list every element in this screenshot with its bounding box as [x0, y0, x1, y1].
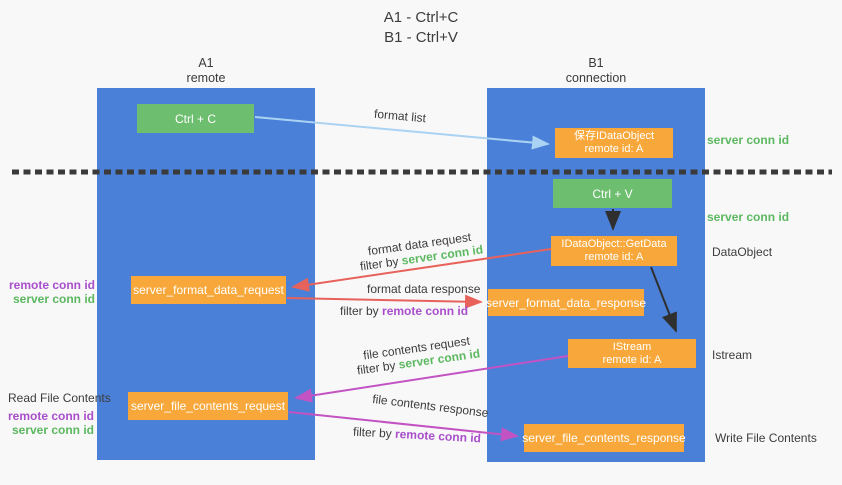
arrow-format-data-response: [286, 294, 483, 309]
label-format-data-request: format data request filter by server con…: [347, 227, 494, 275]
column-b1-role: connection: [565, 71, 627, 85]
node-server-format-data-response: server_format_data_response: [485, 289, 647, 316]
node-idataobject-getdata-line2: remote id: A: [584, 251, 644, 263]
title-line-2: B1 - Ctrl+V: [384, 29, 458, 46]
column-a1-role: remote: [186, 71, 226, 85]
label-filter-by-remote-1: filter by remote conn id: [340, 304, 469, 318]
label-server-conn-id-right-2: server conn id: [707, 210, 790, 224]
node-save-idataobject-line2: remote id: A: [584, 143, 644, 155]
node-save-idataobject-line1: 保存IDataObject: [573, 130, 655, 142]
node-ctrl-v: Ctrl + V: [553, 179, 672, 208]
diagram-title: A1 - Ctrl+C B1 - Ctrl+V: [0, 8, 842, 48]
node-server-file-contents-request: server_file_contents_request: [128, 392, 288, 420]
node-save-idataobject: 保存IDataObject remote id: A: [555, 128, 673, 158]
label-group-file-request-ids: remote conn id server conn id: [0, 409, 94, 437]
node-istream-line1: IStream: [612, 340, 652, 353]
column-b1-name: B1: [588, 56, 604, 70]
node-ctrl-c: Ctrl + C: [137, 104, 254, 133]
label-format-data-response: format data response: [367, 282, 481, 296]
label-server-conn-id-right-1: server conn id: [707, 133, 790, 147]
label-dataobject: DataObject: [712, 245, 773, 259]
label-server-conn-id-left-2: server conn id: [11, 423, 94, 437]
label-read-file-contents: Read File Contents: [8, 391, 111, 405]
label-filter-by-remote-2: filter by remote conn id: [352, 424, 482, 446]
node-istream: IStream remote id: A: [568, 339, 696, 368]
node-server-format-data-response-label: server_format_data_response: [485, 295, 647, 310]
node-idataobject-getdata-line1: IDataObject::GetData: [561, 238, 667, 250]
column-header-a1: A1 remote: [97, 56, 315, 86]
node-ctrl-c-label: Ctrl + C: [174, 111, 216, 126]
node-istream-line2: remote id: A: [602, 353, 662, 366]
label-server-conn-id-left-1: server conn id: [12, 292, 95, 306]
label-format-list: format list: [373, 106, 427, 126]
node-server-file-contents-request-label: server_file_contents_request: [130, 399, 286, 413]
node-server-format-data-request: server_format_data_request: [131, 276, 286, 304]
node-idataobject-getdata: IDataObject::GetData remote id: A: [551, 236, 677, 266]
title-line-1: A1 - Ctrl+C: [383, 9, 459, 26]
label-file-contents-response: file contents response: [371, 391, 490, 421]
column-a1-name: A1: [198, 56, 214, 70]
label-group-format-request-ids: remote conn id server conn id: [0, 278, 95, 306]
node-ctrl-v-label: Ctrl + V: [592, 186, 633, 201]
label-file-contents-request: file contents request filter by server c…: [344, 331, 491, 379]
label-remote-conn-id-left-2: remote conn id: [7, 409, 94, 423]
node-server-format-data-request-label: server_format_data_request: [133, 283, 284, 297]
label-istream: Istream: [712, 348, 753, 362]
label-write-file-contents: Write File Contents: [715, 431, 817, 445]
node-server-file-contents-response: server_file_contents_response: [522, 424, 686, 452]
column-header-b1: B1 connection: [487, 56, 705, 86]
label-remote-conn-id-left-1: remote conn id: [8, 278, 95, 292]
node-server-file-contents-response-label: server_file_contents_response: [522, 431, 686, 445]
